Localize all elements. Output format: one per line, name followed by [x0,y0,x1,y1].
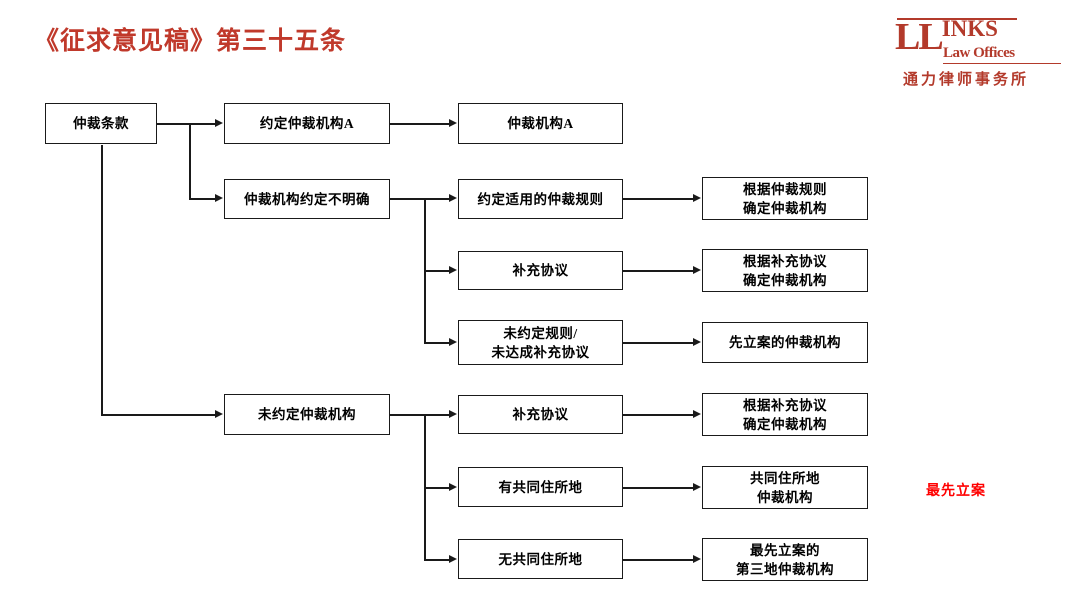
arrowhead-to-no-common-residence [449,555,457,563]
node-supplementary-agreement-upper[interactable]: 补充协议 [458,251,623,290]
connector-root-down [101,145,103,415]
node-first-filed-institution-label: 先立案的仲裁机构 [729,335,841,350]
arrowhead-to-agreed-rules [449,194,457,202]
node-first-filed-institution[interactable]: 先立案的仲裁机构 [702,322,868,363]
node-agreed-institution-label: 约定仲裁机构A [259,116,355,131]
logo-top-rule [897,18,1017,20]
logo-bottom-rule [943,63,1061,64]
connector-no-institution-right [390,414,425,416]
logo-ll-text: LL [895,16,944,58]
connector-trunk-to-common-residence [424,487,449,489]
arrowhead-to-agreed-institution [215,119,223,127]
connector-root-right [157,123,190,125]
node-no-rules-no-supplementary[interactable]: 未约定规则/ 未达成补充协议 [458,320,623,365]
connector-common-residence-to-result [623,487,693,489]
arrowhead-to-no-institution [215,410,223,418]
connector-unclear-right [390,198,425,200]
connector-supp-b-to-result [623,414,693,416]
connector-trunk-to-supp-a [424,270,449,272]
arrowhead-to-by-supp-b [693,410,701,418]
arrowhead-to-no-rules [449,338,457,346]
connector-trunk-to-no-rules [424,342,449,344]
arrowhead-to-common-residence-inst [693,483,701,491]
node-arbitration-clause[interactable]: 仲裁条款 [45,103,157,144]
node-third-place-institution[interactable]: 最先立案的 第三地仲裁机构 [702,538,868,581]
connector-trunk-to-unclear [189,198,215,200]
node-no-common-residence-label: 无共同住所地 [498,551,583,567]
logo-chinese-name: 通力律师事务所 [903,72,1030,88]
node-no-common-residence[interactable]: 无共同住所地 [458,539,623,579]
node-supplementary-agreement-upper-label: 补充协议 [512,263,569,278]
node-agreed-rules[interactable]: 约定适用的仲裁规则 [458,179,623,219]
connector-trunk-to-no-common-residence [424,559,449,561]
llinks-logo: LLINKS Law Offices 通力律师事务所 [895,16,1065,92]
connector-root-to-no-institution [101,414,215,416]
arrowhead-to-unclear-institution [215,194,223,202]
connector-trunk-to-supp-b [424,414,449,416]
node-agreed-institution[interactable]: 约定仲裁机构A [224,103,390,144]
page-title: 《征求意见稿》第三十五条 [34,28,347,55]
connector-no-common-residence-to-result [623,559,693,561]
logo-inks-text: INKS [941,16,998,41]
connector-supp-a-to-result [623,270,693,272]
node-no-institution-label: 未约定仲裁机构 [258,407,356,422]
node-third-place-institution-label: 最先立案的 第三地仲裁机构 [736,542,834,577]
node-institution-a[interactable]: 仲裁机构A [458,103,623,144]
connector-no-rules-to-first-filed [623,342,693,344]
connector-trunk-upper [189,123,191,200]
node-determine-by-supplementary-upper-label: 根据补充协议 确定仲裁机构 [743,253,827,288]
arrowhead-to-third-place-inst [693,555,701,563]
connector-trunk-to-agreed [189,123,215,125]
arrowhead-to-common-residence [449,483,457,491]
node-agreed-rules-label: 约定适用的仲裁规则 [477,191,604,207]
node-supplementary-agreement-lower-label: 补充协议 [512,407,569,422]
node-determine-by-supplementary-lower-label: 根据补充协议 确定仲裁机构 [743,397,827,432]
node-has-common-residence-label: 有共同住所地 [498,479,583,495]
node-no-rules-no-supplementary-label: 未约定规则/ 未达成补充协议 [491,325,590,360]
node-supplementary-agreement-lower[interactable]: 补充协议 [458,395,623,434]
arrowhead-to-supplementary-b [449,410,457,418]
connector-rules-to-by-rules [623,198,693,200]
arrowhead-to-supplementary-a [449,266,457,274]
node-institution-a-label: 仲裁机构A [507,116,574,131]
arrowhead-to-institution-a [449,119,457,127]
node-arbitration-clause-label: 仲裁条款 [73,116,129,131]
logo-subtitle: Law Offices [943,45,1015,61]
logo-wordmark: LLINKS [895,16,1065,58]
node-determine-by-rules-label: 根据仲裁规则 确定仲裁机构 [743,181,827,216]
arrowhead-to-by-supp-a [693,266,701,274]
annotation-first-filed: 最先立案 [926,484,986,499]
arrowhead-to-first-filed [693,338,701,346]
node-has-common-residence[interactable]: 有共同住所地 [458,467,623,507]
node-no-institution[interactable]: 未约定仲裁机构 [224,394,390,435]
arrowhead-to-by-rules [693,194,701,202]
connector-trunk-to-rules [424,198,449,200]
node-determine-by-supplementary-lower[interactable]: 根据补充协议 确定仲裁机构 [702,393,868,436]
node-common-residence-institution[interactable]: 共同住所地 仲裁机构 [702,466,868,509]
node-determine-by-supplementary-upper[interactable]: 根据补充协议 确定仲裁机构 [702,249,868,292]
node-unclear-institution-label: 仲裁机构约定不明确 [244,191,370,207]
node-common-residence-institution-label: 共同住所地 仲裁机构 [750,470,820,505]
node-unclear-institution[interactable]: 仲裁机构约定不明确 [224,179,390,219]
connector-agreed-to-institution-a [390,123,449,125]
node-determine-by-rules[interactable]: 根据仲裁规则 确定仲裁机构 [702,177,868,220]
